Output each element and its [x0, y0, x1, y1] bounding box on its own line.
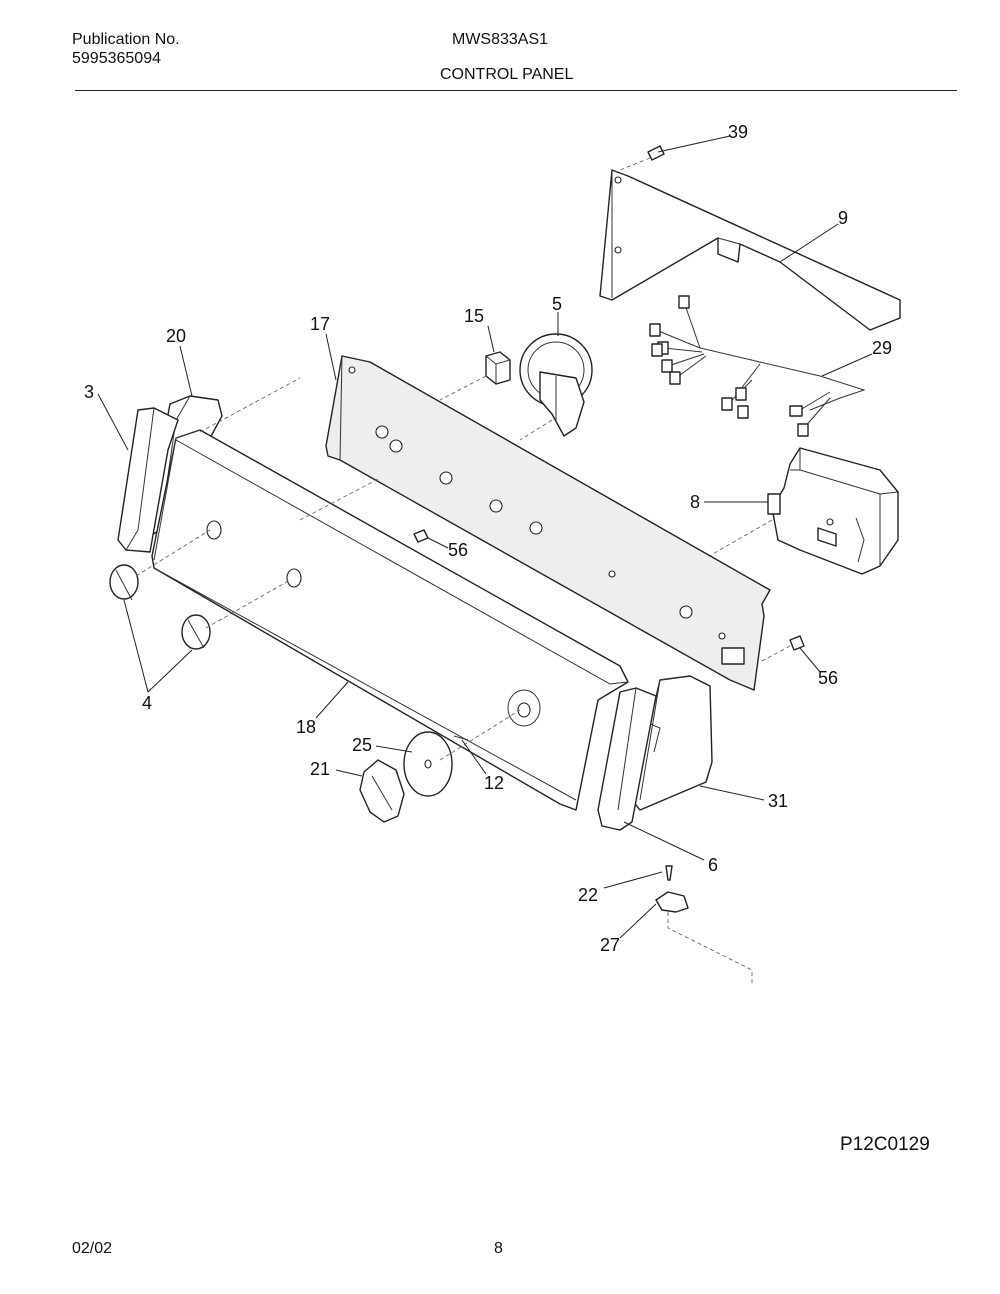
leader-lines [97, 135, 873, 939]
part-3-left-end-cap [117, 407, 179, 553]
model-number: MWS833AS1 [452, 31, 549, 48]
callout-29: 29 [872, 338, 892, 358]
callout-56-upper: 56 [448, 540, 468, 560]
footer-date: 02/02 [72, 1240, 113, 1257]
part-5-selector-switch [519, 333, 593, 441]
callout-12: 12 [484, 773, 504, 793]
part-17-panel-bracket [325, 355, 771, 691]
callout-3: 3 [84, 382, 94, 402]
publication-label: Publication No. [72, 31, 180, 48]
callout-39: 39 [728, 122, 748, 142]
section-title: CONTROL PANEL [440, 66, 574, 83]
part-31-right-end-cap [631, 675, 713, 811]
callout-22: 22 [578, 885, 598, 905]
part-15-switch [439, 351, 511, 401]
callout-5: 5 [552, 294, 562, 314]
part-18-control-panel [151, 377, 629, 811]
part-8-timer [649, 447, 899, 591]
callout-21: 21 [310, 759, 330, 779]
callout-9: 9 [838, 208, 848, 228]
figure-code: P12C0129 [840, 1134, 930, 1155]
page-number: 8 [494, 1240, 503, 1257]
part-12-clip [453, 735, 469, 741]
callout-25: 25 [352, 735, 372, 755]
part-22-27-bracket [655, 865, 753, 986]
publication-number: 5995365094 [72, 50, 161, 67]
part-25-dial-skirt [403, 731, 453, 797]
part-6-right-end-trim [597, 687, 657, 831]
callout-8: 8 [690, 492, 700, 512]
callout-18: 18 [296, 717, 316, 737]
part-56-screws [413, 529, 805, 663]
part-4-knobs [109, 529, 291, 650]
callout-15: 15 [464, 306, 484, 326]
part-39-screw [614, 145, 665, 173]
callout-20: 20 [166, 326, 186, 346]
part-29-wire-harness [649, 295, 866, 437]
callout-56-lower: 56 [818, 668, 838, 688]
callout-17: 17 [310, 314, 330, 334]
callout-31: 31 [768, 791, 788, 811]
callout-4: 4 [142, 693, 152, 713]
header-rule [75, 90, 957, 91]
part-21-timer-knob [359, 709, 521, 823]
part-9-back-panel [599, 169, 901, 331]
callout-27: 27 [600, 935, 620, 955]
callout-6: 6 [708, 855, 718, 875]
